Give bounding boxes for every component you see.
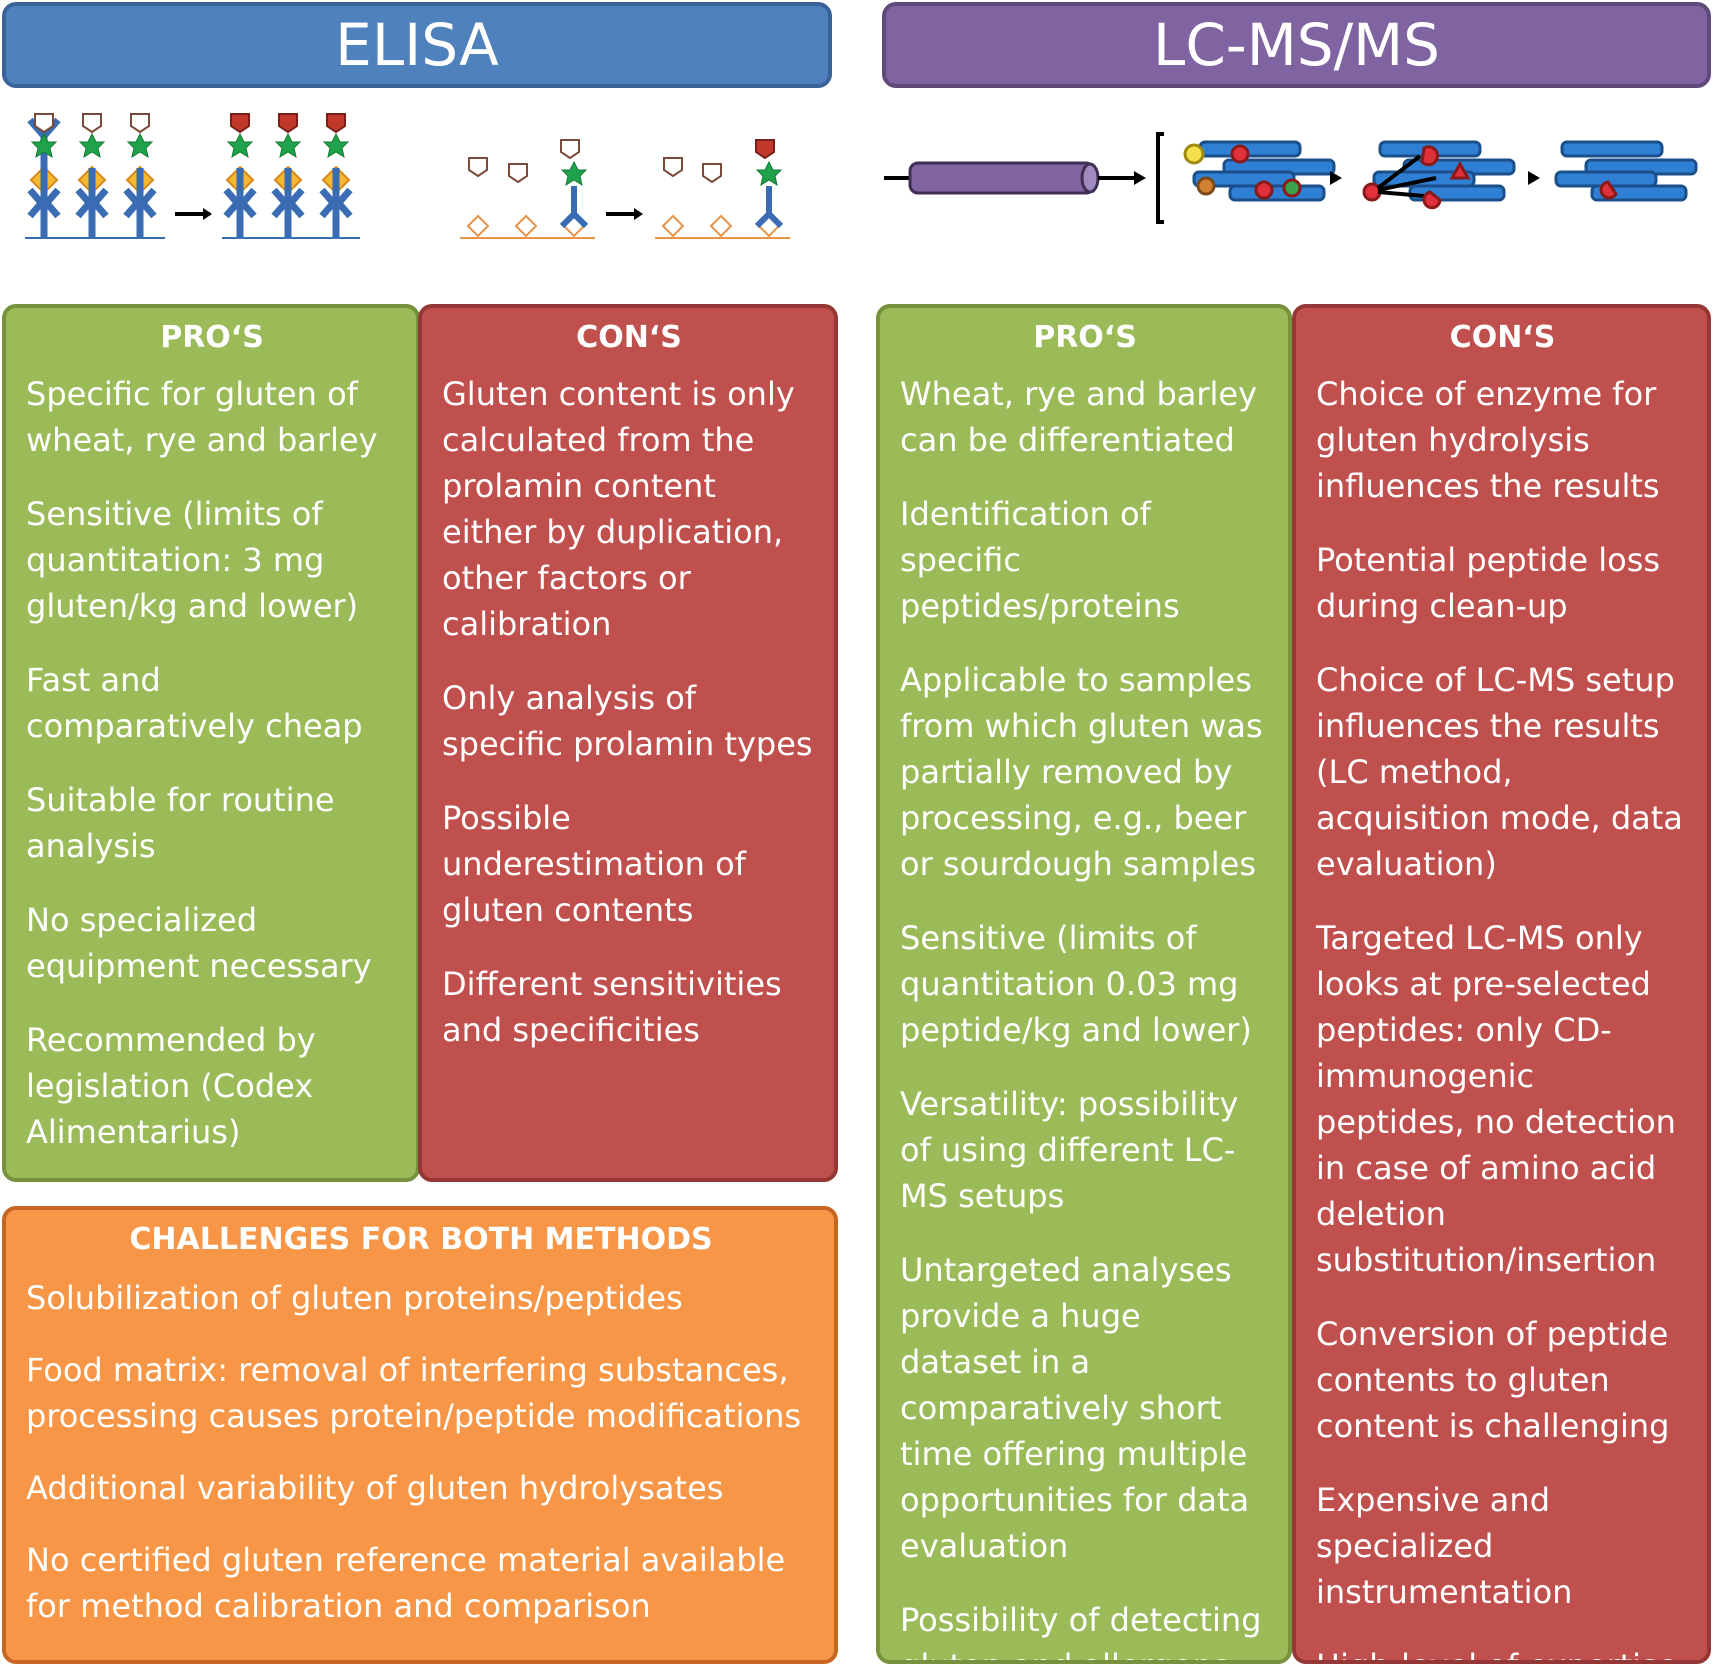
list-item: Solubilization of gluten proteins/peptid… [26,1279,683,1317]
list-item: No specialized equipment necessary [26,901,372,985]
list-item: Sensitive (limits of quantitation 0.03 m… [900,919,1252,1049]
list-item: Recommended by legislation (Codex Alimen… [26,1021,316,1151]
detection-icon [1554,140,1698,202]
list-item: Sensitive (limits of quantitation: 3 mg … [26,495,359,625]
list-item: Expensive and specialized instrumentatio… [1316,1481,1573,1611]
competitive-elisa-before [460,139,595,239]
list-item: Untargeted analyses provide a huge datas… [900,1251,1250,1565]
list-item: Food matrix: removal of interfering subs… [26,1351,802,1435]
elisa-cons-panel: CON‘S Gluten content is only calculated … [418,304,838,1182]
list-item: Identification of specific peptides/prot… [900,495,1180,625]
list-item: Targeted LC-MS only looks at pre-selecte… [1316,919,1676,1279]
list-item: Possible underestimation of gluten conte… [442,799,746,929]
list-item: Gluten content is only calculated from t… [442,375,795,643]
lcms-title: LC-MS/MS [1153,11,1440,79]
list-item: Conversion of peptide contents to gluten… [1316,1315,1670,1445]
list-item: Specific for gluten of wheat, rye and ba… [26,375,378,459]
elisa-illustration [25,113,790,260]
lcms-title-banner: LC-MS/MS [882,2,1711,88]
lcms-pros-heading: PRO‘S [1033,320,1137,355]
list-item: Fast and comparatively cheap [26,661,363,745]
challenges-heading: CHALLENGES FOR BOTH METHODS [129,1222,713,1257]
lcms-pros-panel: PRO‘S Wheat, rye and barley can be diffe… [876,304,1292,1664]
list-item: Versatility: possibility of using differ… [900,1085,1239,1215]
elisa-cons-heading: CON‘S [576,320,682,355]
list-item: Suitable for routine analysis [26,781,335,865]
list-item: Only analysis of specific prolamin types [442,679,813,763]
list-item: Choice of LC-MS setup influences the res… [1316,661,1683,883]
lcms-cons-panel: CON‘S Choice of enzyme for gluten hydrol… [1292,304,1711,1664]
challenges-panel: CHALLENGES FOR BOTH METHODS Solubilizati… [2,1206,838,1664]
sandwich-elisa-after [222,113,360,238]
elisa-title-banner: ELISA [2,2,832,88]
list-item: Wheat, rye and barley can be differentia… [900,375,1258,459]
list-item: Potential peptide loss during clean-up [1316,541,1661,625]
list-item: Different sensitivities and specificitie… [442,965,782,1049]
competitive-elisa-after [655,139,790,239]
list-item: Choice of enzyme for gluten hydrolysis i… [1316,375,1660,505]
lcms-cons-heading: CON‘S [1449,320,1556,355]
elisa-pros-panel: PRO‘S Specific for gluten of wheat, rye … [2,304,420,1182]
elisa-pros-heading: PRO‘S [160,320,264,355]
lcms-illustration [884,132,1698,224]
lc-column-icon [908,161,1100,195]
list-item: No certified gluten reference material a… [26,1541,786,1625]
list-item: High-level of expertise required [1316,1643,1689,1660]
list-item: Applicable to samples from which gluten … [900,661,1263,883]
list-item: Additional variability of gluten hydroly… [26,1469,724,1507]
elisa-title: ELISA [335,11,499,79]
fragmentation-icon [1362,140,1516,210]
peptide-mixture-icon [1183,140,1336,202]
sandwich-elisa-before [25,113,165,238]
list-item: Possibility of detecting gluten and alle… [900,1601,1262,1660]
